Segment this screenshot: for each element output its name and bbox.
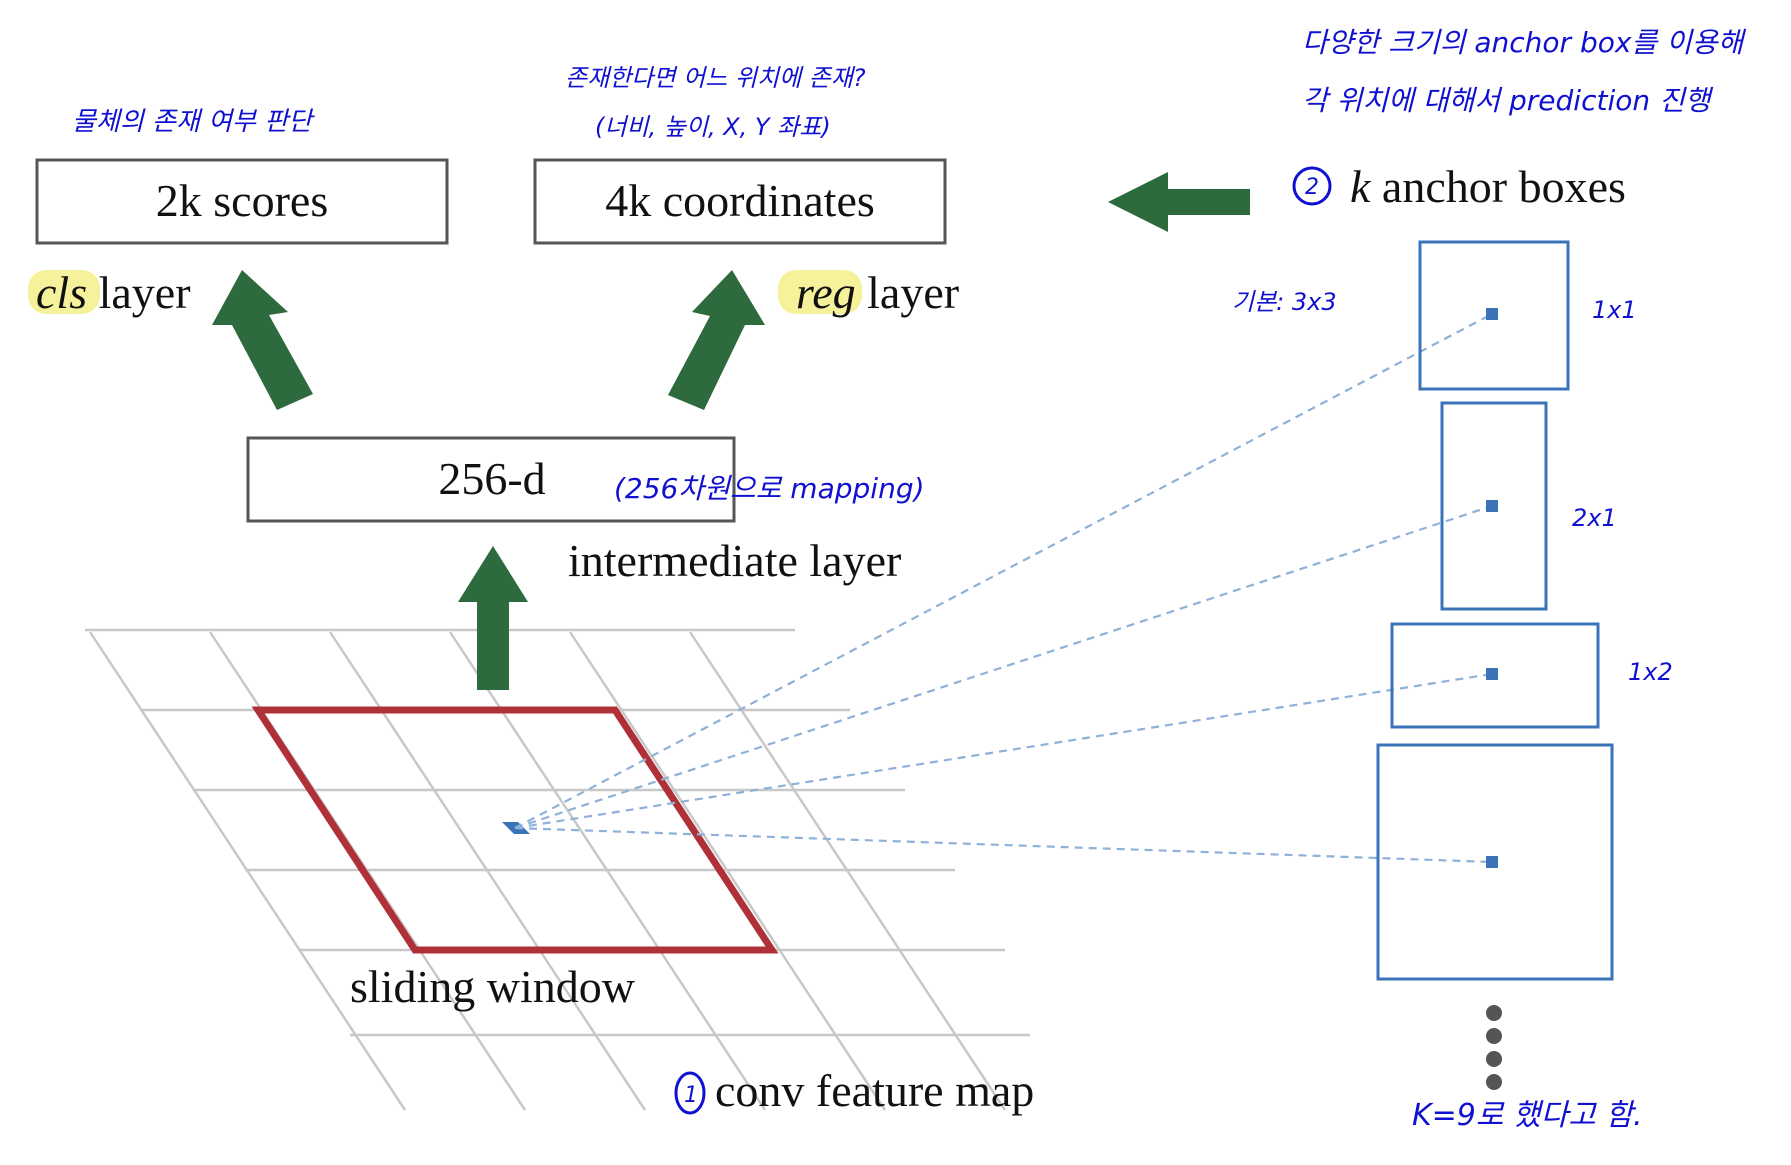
more-anchors-ellipsis bbox=[1486, 1005, 1502, 1090]
intermediate-box bbox=[246, 436, 736, 523]
anchors-note-line2: 각 위치에 대해서 prediction 진행 bbox=[1302, 84, 1714, 117]
sliding-window-label: sliding window bbox=[350, 961, 636, 1012]
scores-note: 물체의 존재 여부 판단 bbox=[72, 107, 315, 137]
arrow-to-intermediate bbox=[458, 546, 528, 690]
anchor-centers bbox=[1486, 308, 1498, 868]
step-2-marker: 2 bbox=[1292, 166, 1332, 206]
scores-box-label: 2k scores bbox=[156, 175, 328, 226]
arrow-from-anchors bbox=[1108, 172, 1250, 232]
anchor-boxes bbox=[1376, 240, 1614, 981]
step-1-marker: 1 bbox=[674, 1071, 706, 1115]
reg-highlight bbox=[778, 270, 862, 314]
arrow-to-reg bbox=[668, 270, 765, 410]
mapping-note: (256차원으로 mapping) bbox=[614, 472, 925, 505]
base-size-note: 기본: 3x3 bbox=[1232, 288, 1337, 316]
k-note: K=9로 했다고 함. bbox=[1412, 1098, 1643, 1133]
ratio-1x1-note: 1x1 bbox=[1592, 296, 1637, 324]
ratio-1x2-note: 1x2 bbox=[1628, 658, 1673, 686]
anchors-note-line1: 다양한 크기의 anchor box를 이용해 bbox=[1302, 26, 1747, 59]
cls-layer-label: cls layer bbox=[36, 267, 191, 318]
sliding-window bbox=[251, 706, 779, 954]
coordinates-box-label: 4k coordinates bbox=[605, 175, 875, 226]
svg-text:1: 1 bbox=[684, 1083, 698, 1108]
feature-map-grid bbox=[85, 628, 1030, 1111]
anchor-box-1x2 bbox=[1390, 622, 1600, 729]
intermediate-layer-label: intermediate layer bbox=[568, 535, 901, 586]
intermediate-box-label: 256-d bbox=[438, 453, 545, 504]
coordinates-box bbox=[533, 158, 947, 245]
anchor-box-1x1 bbox=[1418, 240, 1570, 391]
arrows bbox=[212, 172, 1250, 690]
anchor-box-2x1 bbox=[1440, 401, 1548, 611]
coords-note-line2: (너비, 높이, X, Y 좌표) bbox=[595, 113, 831, 141]
svg-text:2: 2 bbox=[1305, 175, 1319, 200]
coords-note-line1: 존재한다면 어느 위치에 존재? bbox=[565, 64, 866, 92]
ratio-2x1-note: 2x1 bbox=[1572, 504, 1617, 532]
arrow-to-cls bbox=[212, 270, 313, 410]
anchor-box-large bbox=[1376, 743, 1614, 981]
conv-feature-map-label: conv feature map bbox=[715, 1065, 1034, 1116]
anchor-projection-lines bbox=[514, 313, 1493, 864]
cls-highlight bbox=[28, 270, 100, 314]
scores-box bbox=[35, 158, 449, 245]
anchor-boxes-label: k anchor boxes bbox=[1350, 161, 1626, 212]
reg-layer-label: reg layer bbox=[796, 267, 959, 318]
